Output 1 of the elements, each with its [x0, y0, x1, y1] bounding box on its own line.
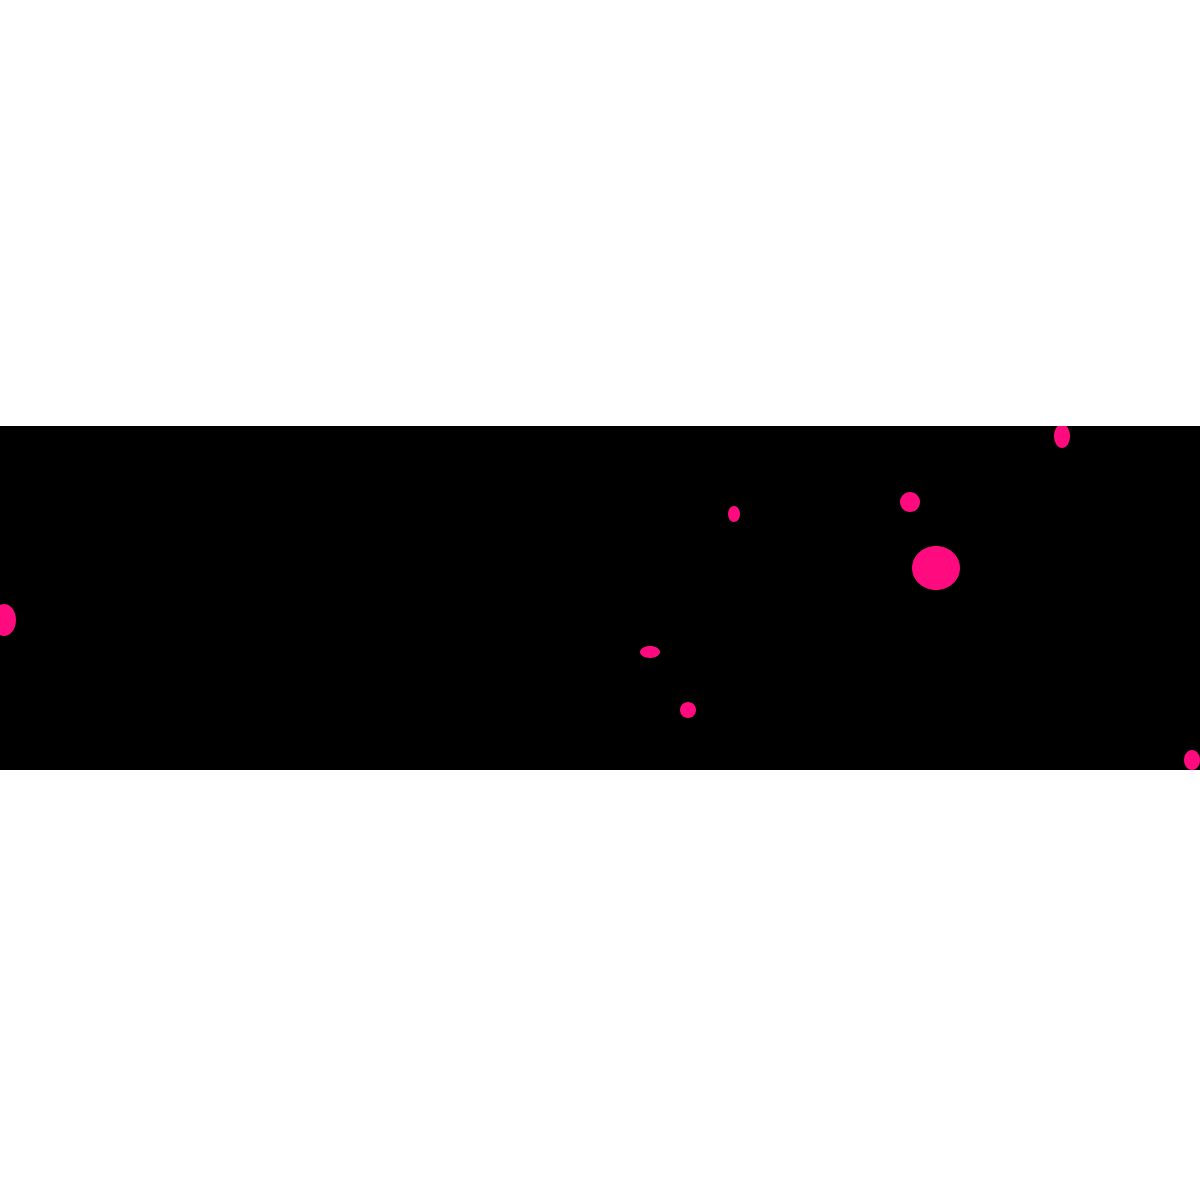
micrograph-drawing	[0, 426, 1200, 770]
